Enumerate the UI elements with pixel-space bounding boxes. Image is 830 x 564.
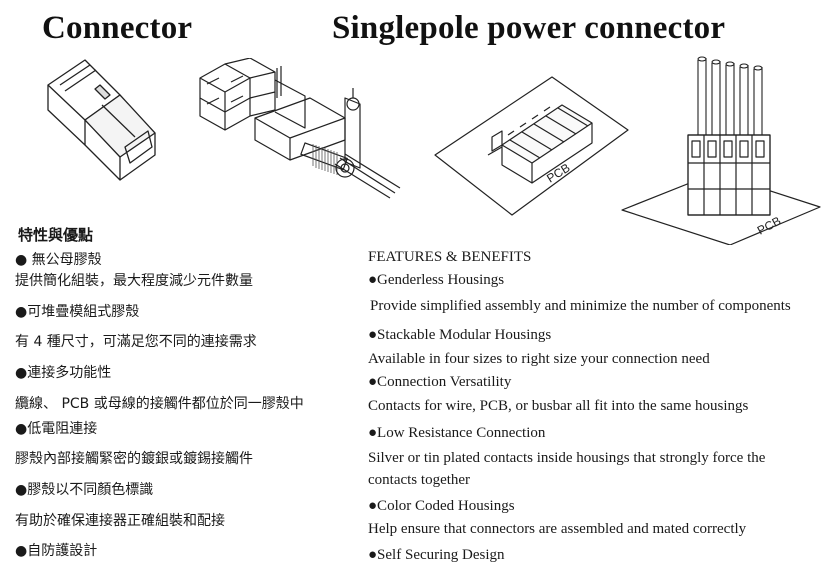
zh-item: 膠殼內部接觸緊密的鍍銀或鍍錫接觸件 bbox=[15, 451, 253, 467]
zh-item: ●可堆疊模組式膠殼 bbox=[15, 304, 140, 320]
zh-item: ●連接多功能性 bbox=[15, 365, 112, 381]
pcb-stack-drawing: PCB bbox=[621, 56, 821, 245]
title-singlepole-power-connector: Singlepole power connector bbox=[332, 10, 726, 46]
zh-heading: 特性與優點 bbox=[18, 226, 94, 244]
en-item: ●Connection Versatility bbox=[368, 374, 512, 390]
en-item: ●Stackable Modular Housings bbox=[368, 327, 552, 343]
en-heading: FEATURES & BENEFITS bbox=[368, 249, 532, 265]
zh-item: 有助於確保連接器正確組裝和配接 bbox=[15, 513, 225, 529]
en-item: ●Genderless Housings bbox=[368, 272, 505, 288]
zh-item: ●自防護設計 bbox=[15, 543, 98, 559]
en-item: ●Color Coded Housings bbox=[368, 498, 515, 514]
zh-item: 提供簡化組裝，最大程度減少元件數量 bbox=[15, 273, 253, 289]
pcb-label: PCB bbox=[544, 161, 572, 186]
en-item: ●Self Securing Design bbox=[368, 547, 505, 563]
pcb-row-drawing: PCB bbox=[434, 76, 629, 216]
en-item: Available in four sizes to right size yo… bbox=[368, 351, 710, 367]
connector-housing-drawing bbox=[47, 59, 156, 181]
zh-item: ●膠殼以不同顏色標識 bbox=[15, 482, 154, 498]
zh-item: ●低電阻連接 bbox=[15, 421, 98, 437]
en-item: Contacts for wire, PCB, or busbar all fi… bbox=[368, 398, 749, 414]
en-item: Provide simplified assembly and minimize… bbox=[370, 298, 791, 314]
zh-item: 有 4 種尺寸，可滿足您不同的連接需求 bbox=[15, 334, 257, 350]
stacked-assembly-drawing bbox=[199, 58, 401, 199]
en-item: ●Low Resistance Connection bbox=[368, 425, 546, 441]
zh-item: 纜線、 PCB 或母線的接觸件都位於同一膠殼中 bbox=[15, 396, 304, 412]
pcb-label-2: PCB bbox=[755, 214, 783, 238]
en-item: Silver or tin plated contacts inside hou… bbox=[368, 450, 766, 488]
zh-item: ● 無公母膠殼 bbox=[15, 252, 102, 268]
title-connector: Connector bbox=[42, 10, 193, 46]
en-item: Help ensure that connectors are assemble… bbox=[368, 521, 747, 537]
